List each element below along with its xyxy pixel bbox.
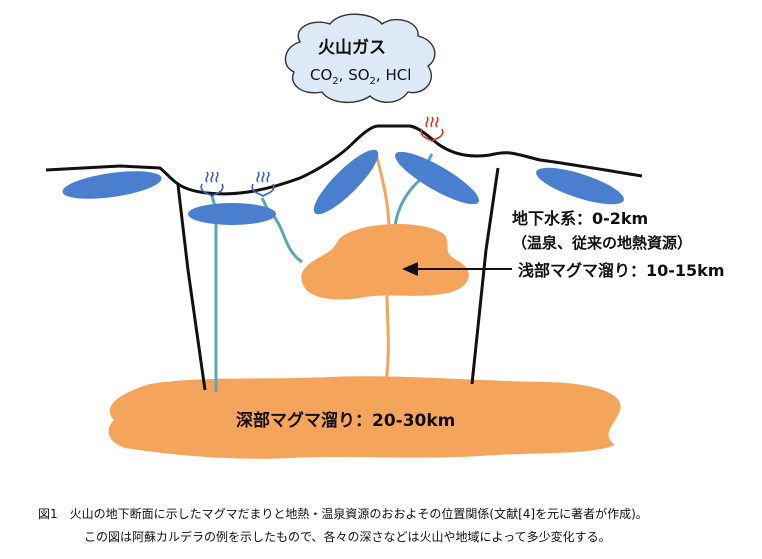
groundwater-label: 地下水系：0-2km bbox=[512, 209, 648, 228]
gas-title: 火山ガス bbox=[318, 38, 386, 58]
hot-spring-icon bbox=[420, 116, 444, 143]
volcano-cross-section-diagram: 火山ガス CO2, SO2, HCl 深部マグマ溜り：20-30km bbox=[45, 13, 725, 459]
caldera-wall-left bbox=[176, 184, 207, 391]
groundwater-sublabel: （温泉、従来の地熱資源） bbox=[512, 234, 692, 252]
shallow-magma-chamber bbox=[301, 224, 469, 300]
groundwater-lens-center bbox=[313, 149, 379, 215]
deep-magma-label: 深部マグマ溜り：20-30km bbox=[236, 410, 455, 431]
figure-caption-line1: 図1 火山の地下断面に示したマグマだまりと地熱・温泉資源のおおよその位置関係(文… bbox=[38, 507, 648, 521]
deep-magma-chamber bbox=[108, 376, 621, 459]
gas-cloud bbox=[284, 13, 436, 103]
shallow-magma-arrow bbox=[402, 262, 512, 276]
hot-spring-icon bbox=[200, 171, 224, 198]
shallow-magma-label: 浅部マグマ溜り：10-15km bbox=[518, 261, 725, 280]
caldera-wall-right bbox=[470, 167, 500, 385]
hot-spring-icon bbox=[251, 171, 275, 198]
gas-formula: CO2, SO2, HCl bbox=[310, 66, 411, 87]
groundwater-lens-far-left bbox=[62, 171, 162, 199]
figure-caption-line2: この図は阿蘇カルデラの例を示したもので、各々の深さなどは火山や地域によって多少変… bbox=[84, 530, 611, 544]
groundwater-lens-right bbox=[395, 151, 479, 205]
groundwater-lens-far-right bbox=[536, 167, 624, 205]
groundwater-lens-left bbox=[188, 203, 276, 225]
